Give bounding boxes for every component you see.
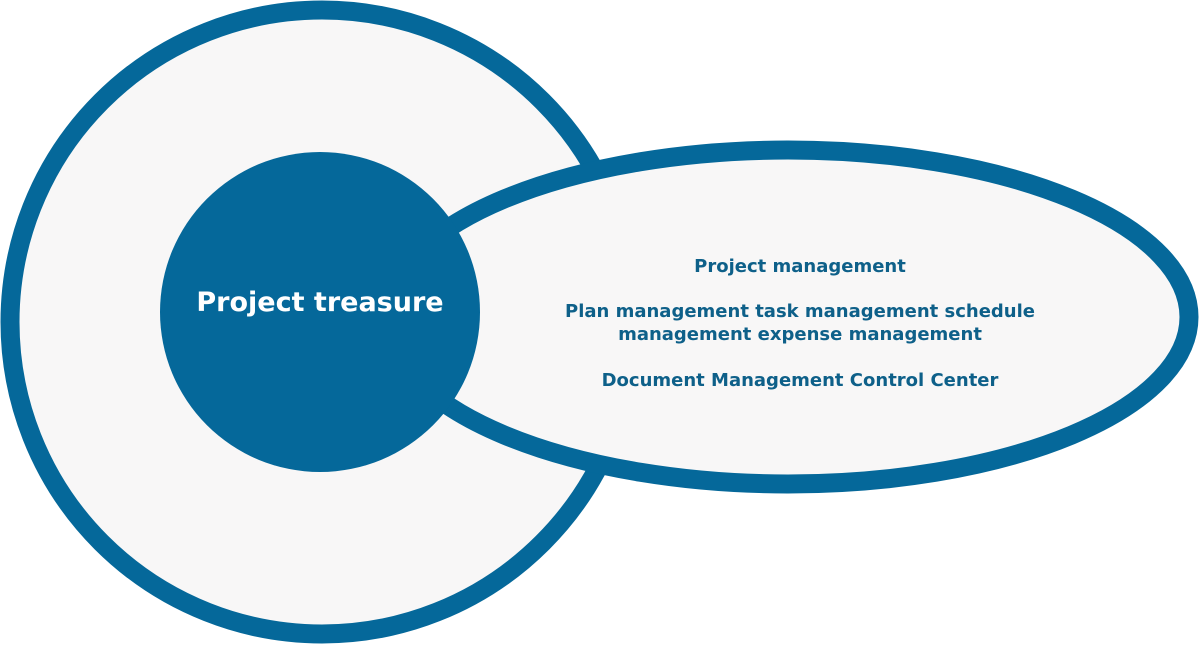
- ellipse-text-line-2: Plan management task management schedule…: [565, 301, 1035, 345]
- center-node-label: Project treasure: [196, 287, 444, 318]
- ellipse-text-line-3: Document Management Control Center: [601, 370, 999, 391]
- ellipse-text-line-1: Project management: [694, 256, 906, 277]
- center-node: [160, 152, 480, 472]
